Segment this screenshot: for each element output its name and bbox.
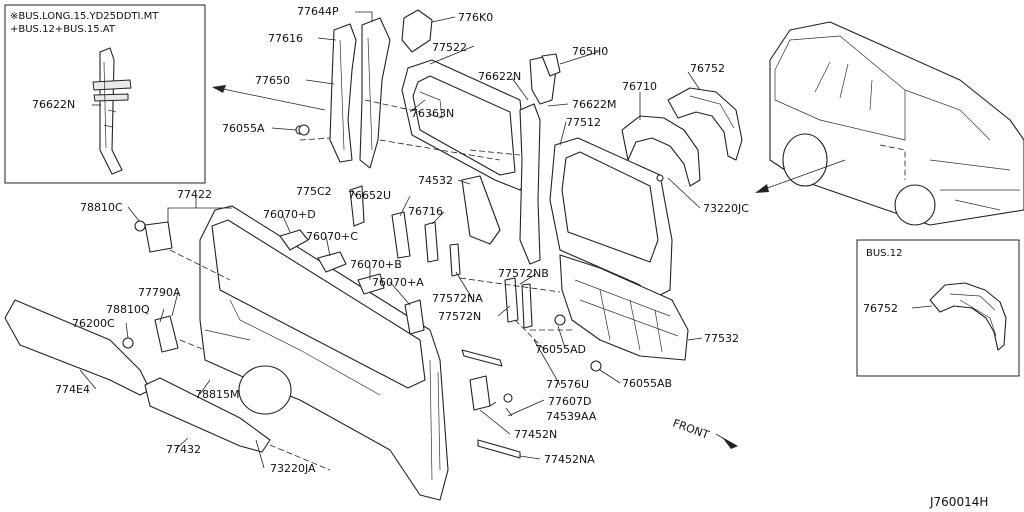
label-77572NB[interactable]: 77572NB (498, 267, 549, 280)
leader-lines (79, 11, 703, 469)
label-76055AD[interactable]: 76055AD (535, 343, 586, 356)
label-77522[interactable]: 77522 (432, 41, 467, 54)
label-73220JA[interactable]: 73220JA (270, 462, 316, 475)
label-776K0[interactable]: 776K0 (458, 11, 493, 24)
label-77576U[interactable]: 77576U (546, 378, 589, 391)
label-77432[interactable]: 77432 (166, 443, 201, 456)
label-73220JC[interactable]: 73220JC (703, 202, 749, 215)
fasteners (298, 124, 664, 403)
label-77644P[interactable]: 77644P (297, 5, 339, 18)
rear-lower-inner-panel (559, 254, 689, 361)
label-76055AB[interactable]: 76055AB (622, 377, 672, 390)
label-76055A[interactable]: 76055A (222, 122, 265, 135)
label-77572NA[interactable]: 77572NA (432, 292, 483, 305)
label-76752[interactable]: 76752 (690, 62, 725, 75)
assembly-guide-lines (169, 99, 575, 471)
label-76200C[interactable]: 76200C (72, 317, 115, 330)
inset-box-bus12: BUS.12 (856, 239, 1020, 377)
arrow-to-inset (212, 85, 326, 111)
label-76622N-inset[interactable]: 76622N (32, 98, 75, 111)
part-labels: 77644P 776K0 77616 77522 765H0 77650 766… (32, 5, 898, 475)
inset-note-line1: ※BUS.LONG.15.YD25DDTI.MT (10, 11, 159, 22)
front-arrow (715, 433, 738, 449)
label-765H0[interactable]: 765H0 (572, 45, 608, 58)
label-76070-C[interactable]: 76070+C (306, 230, 358, 243)
label-76652U[interactable]: 76652U (348, 189, 391, 202)
label-76622N[interactable]: 76622N (478, 70, 521, 83)
label-77422[interactable]: 77422 (177, 188, 212, 201)
label-76752-inset[interactable]: 76752 (863, 302, 898, 315)
inset-wheel-arch-part (929, 282, 1007, 351)
label-76363N[interactable]: 76363N (411, 107, 454, 120)
label-77607D[interactable]: 77607D (548, 395, 591, 408)
label-76070-B[interactable]: 76070+B (350, 258, 402, 271)
label-78810Q[interactable]: 78810Q (106, 303, 150, 316)
label-77650[interactable]: 77650 (255, 74, 290, 87)
small-brackets (279, 175, 533, 459)
label-78810C[interactable]: 78810C (80, 201, 123, 214)
upper-pillar-assembly (329, 9, 433, 169)
arrow-from-van (755, 159, 846, 193)
label-74532[interactable]: 74532 (418, 174, 453, 187)
center-pillar-right (519, 53, 561, 265)
label-77616[interactable]: 77616 (268, 32, 303, 45)
rocker-and-sill-parts (4, 125, 305, 453)
label-76070-A[interactable]: 76070+A (372, 276, 424, 289)
label-76710[interactable]: 76710 (622, 80, 657, 93)
wheel-arch-parts (621, 87, 743, 187)
label-76070-D[interactable]: 76070+D (263, 208, 316, 221)
inset-box-variant: ※BUS.LONG.15.YD25DDTI.MT +BUS.12+BUS.15.… (4, 4, 206, 184)
rear-window-frame (549, 137, 673, 301)
inset-note-line2: +BUS.12+BUS.15.AT (10, 24, 116, 35)
van-illustration (769, 21, 1024, 226)
label-774E4[interactable]: 774E4 (55, 383, 90, 396)
label-77452NA[interactable]: 77452NA (544, 453, 595, 466)
label-775C2[interactable]: 775C2 (296, 185, 332, 198)
label-76622M[interactable]: 76622M (572, 98, 616, 111)
inset-pillar-part (92, 47, 132, 175)
label-77452N[interactable]: 77452N (514, 428, 557, 441)
diagram-code: J760014H (929, 495, 988, 509)
label-78815M[interactable]: 78815M (195, 388, 239, 401)
side-outer-panel (199, 205, 449, 501)
label-77790A[interactable]: 77790A (138, 286, 181, 299)
label-77532[interactable]: 77532 (704, 332, 739, 345)
front-label: FRONT (671, 417, 711, 442)
label-76716[interactable]: 76716 (408, 205, 443, 218)
label-77512[interactable]: 77512 (566, 116, 601, 129)
upper-window-frame (401, 59, 529, 191)
label-77572N[interactable]: 77572N (438, 310, 481, 323)
inset-note-bus12: BUS.12 (866, 248, 902, 259)
label-74539AA[interactable]: 74539AA (546, 410, 597, 423)
